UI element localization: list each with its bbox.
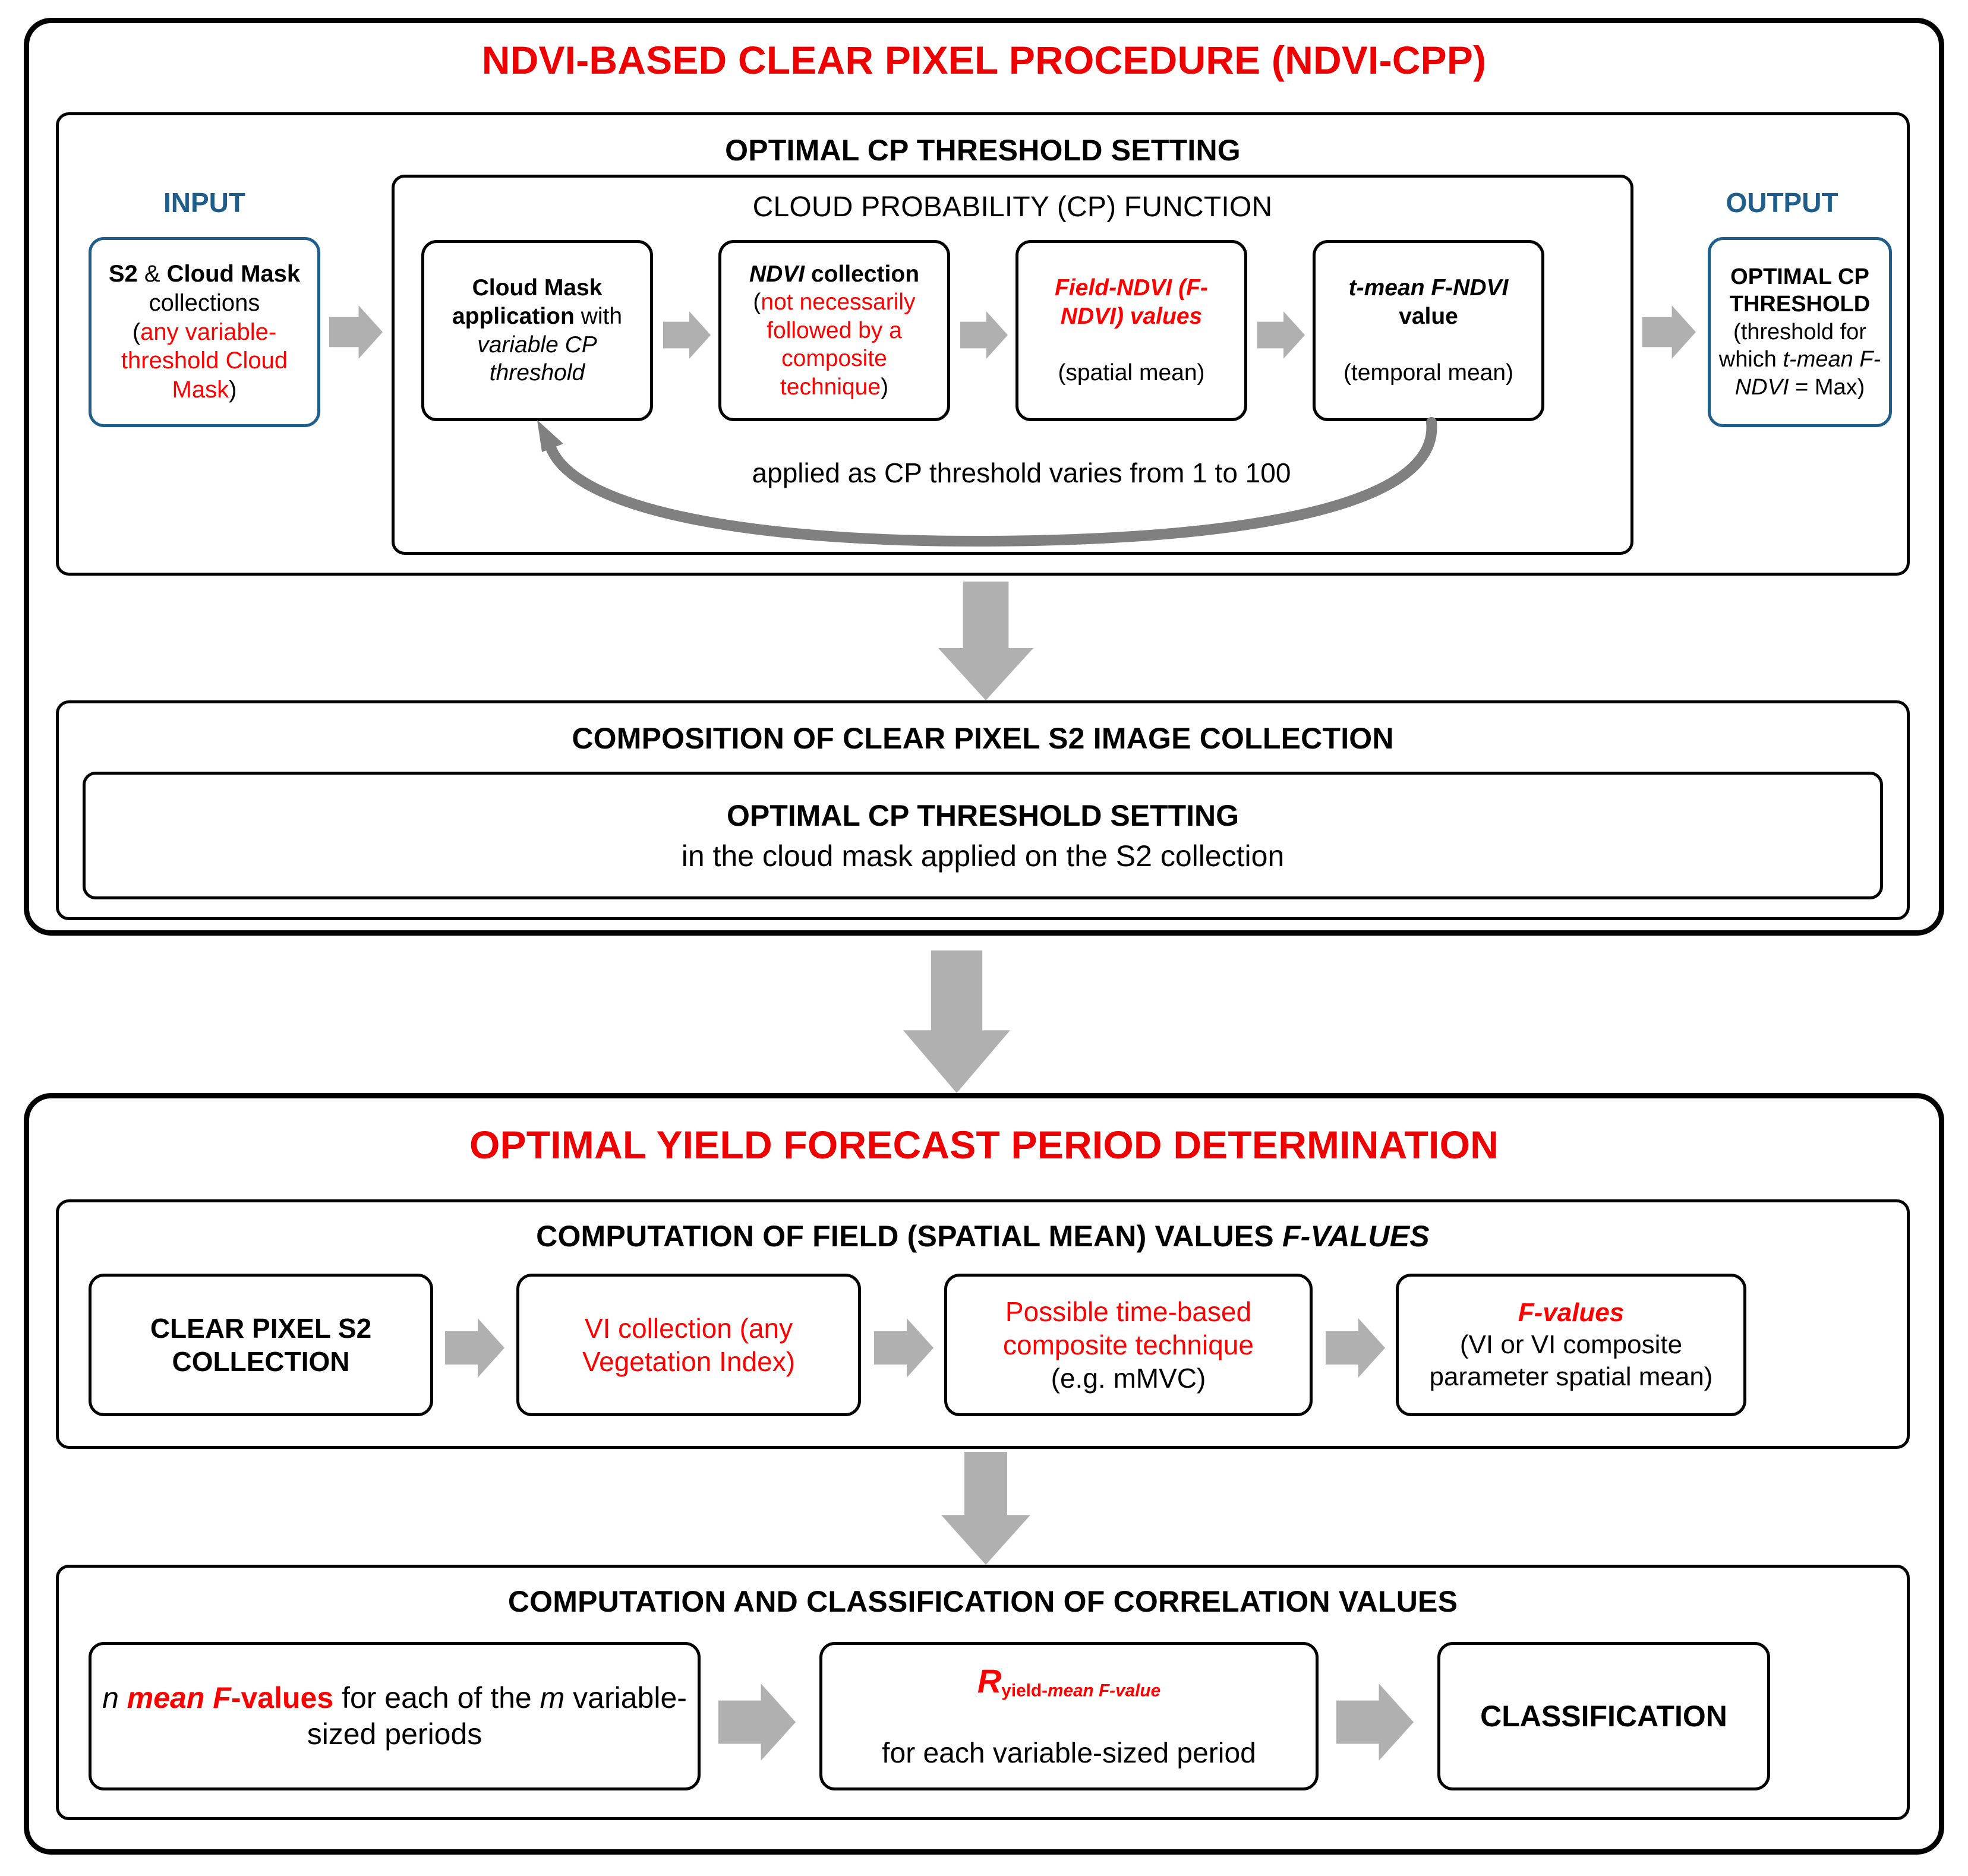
- step-r-yield-mean-f-value: Ryield-mean F-value for each variable-si…: [819, 1642, 1319, 1790]
- down-arrow-icon-between-panels: [903, 950, 1010, 1093]
- composition-section-box: COMPOSITION OF CLEAR PIXEL S2 IMAGE COLL…: [56, 700, 1910, 920]
- cp-function-heading: CLOUD PROBABILITY (CP) FUNCTION: [752, 191, 1273, 223]
- output-bold: OPTIMAL CP THRESHOLD: [1729, 264, 1871, 317]
- composition-heading: COMPOSITION OF CLEAR PIXEL S2 IMAGE COLL…: [572, 722, 1394, 755]
- input-cloudmask: Cloud Mask: [166, 261, 301, 287]
- cstep1-values: -values: [231, 1681, 334, 1714]
- step-n-mean-f-values: n mean F-values for each of the m variab…: [89, 1642, 701, 1790]
- fstep3-red: Possible time-based composite technique: [1003, 1296, 1254, 1360]
- fstep4-plain: (VI or VI composite parameter spatial me…: [1429, 1330, 1713, 1391]
- output-box: OPTIMAL CP THRESHOLD (threshold for whic…: [1708, 237, 1892, 427]
- input-paren-open: (: [132, 318, 141, 345]
- feedback-loop-arrow-icon: [537, 417, 1437, 547]
- cstep1-mid: for each of the: [333, 1681, 540, 1714]
- input-variable-threshold: any variable-threshold Cloud Mask: [121, 318, 288, 403]
- cstep2-sub-plain: yield-: [1001, 1681, 1048, 1701]
- chevron-arrow-icon: [329, 305, 383, 359]
- input-amp: &: [137, 261, 167, 287]
- page-title-yield-forecast: OPTIMAL YIELD FORECAST PERIOD DETERMINAT…: [469, 1123, 1499, 1167]
- step4-temporal-mean: (temporal mean): [1343, 360, 1514, 386]
- cstep2-plain: for each variable-sized period: [882, 1738, 1256, 1770]
- cstep1-end: variable-sized periods: [307, 1681, 687, 1751]
- step-f-values: F-values (VI or VI composite parameter s…: [1396, 1274, 1746, 1416]
- threshold-section-heading: OPTIMAL CP THRESHOLD SETTING: [725, 134, 1241, 167]
- composition-inner-bold: OPTIMAL CP THRESHOLD SETTING: [726, 798, 1240, 832]
- input-box: S2 & Cloud Mask collections (any variabl…: [89, 237, 320, 427]
- ndvi-cpp-panel: NDVI-BASED CLEAR PIXEL PROCEDURE (NDVI-C…: [24, 18, 1944, 936]
- step-composite-technique: Possible time-based composite technique …: [944, 1274, 1313, 1416]
- step3-spatial-mean: (spatial mean): [1058, 360, 1205, 386]
- step3-field-ndvi: Field-NDVI (F-NDVI) values: [1055, 275, 1208, 329]
- step-vi-collection: VI collection (any Vegetation Index): [516, 1274, 861, 1416]
- chevron-arrow-icon: [445, 1318, 504, 1378]
- fvalues-heading: COMPUTATION OF FIELD (SPATIAL MEAN) VALU…: [59, 1219, 1907, 1253]
- output-label: OUTPUT: [1726, 187, 1838, 218]
- step2-ndvi: NDVI: [749, 261, 805, 287]
- step-field-ndvi-values: Field-NDVI (F-NDVI) values (spatial mean…: [1015, 240, 1247, 421]
- fstep4-red: F-values: [1518, 1298, 1625, 1328]
- step1-with: with: [574, 303, 623, 329]
- output-plain-close: = Max): [1789, 374, 1865, 400]
- composition-inner-plain: in the cloud mask applied on the S2 coll…: [681, 839, 1285, 873]
- down-arrow-icon: [938, 582, 1033, 700]
- step2-paren-open: (: [753, 289, 761, 315]
- chevron-arrow-icon: [1642, 305, 1696, 359]
- cstep1-n: n: [102, 1681, 119, 1714]
- output-italic: t-mean F-NDVI: [1734, 347, 1881, 400]
- fvalues-heading-italic: F-VALUES: [1282, 1220, 1430, 1253]
- chevron-arrow-icon: [1336, 1684, 1414, 1761]
- step-classification: CLASSIFICATION: [1437, 1642, 1770, 1790]
- cstep2-sub-italic: mean F-value: [1048, 1681, 1161, 1701]
- input-label: INPUT: [163, 187, 245, 218]
- cloud-probability-function-box: CLOUD PROBABILITY (CP) FUNCTION Cloud Ma…: [392, 175, 1633, 555]
- chevron-arrow-icon: [1326, 1318, 1385, 1378]
- step1-italic: variable CP threshold: [477, 331, 597, 386]
- step2-collection: collection: [805, 261, 920, 287]
- optimal-cp-threshold-setting-box: OPTIMAL CP THRESHOLD SETTING INPUT S2 & …: [56, 112, 1910, 576]
- composition-inner-box: OPTIMAL CP THRESHOLD SETTING in the clou…: [83, 772, 1883, 899]
- fstep1-label: CLEAR PIXEL S2 COLLECTION: [150, 1312, 372, 1377]
- step2-paren-close: ): [881, 374, 889, 400]
- step-cloud-mask-application: Cloud Mask application with variable CP …: [421, 240, 653, 421]
- step4-tmean: t-mean F-NDVI: [1348, 275, 1509, 301]
- fstep2-label: VI collection (any Vegetation Index): [582, 1312, 796, 1377]
- input-s2: S2: [108, 261, 138, 287]
- page-title-ndvi-cpp: NDVI-BASED CLEAR PIXEL PROCEDURE (NDVI-C…: [481, 38, 1487, 82]
- step1-bold: Cloud Mask application: [452, 275, 603, 329]
- chevron-arrow-icon: [718, 1684, 796, 1761]
- cstep1-mean-f: mean F: [118, 1681, 231, 1714]
- cstep3-label: CLASSIFICATION: [1480, 1699, 1727, 1733]
- cstep1-m: m: [540, 1681, 565, 1714]
- step-clear-pixel-s2-collection: CLEAR PIXEL S2 COLLECTION: [89, 1274, 433, 1416]
- fstep3-plain: (e.g. mMVC): [1051, 1363, 1206, 1394]
- f-values-section-box: COMPUTATION OF FIELD (SPATIAL MEAN) VALU…: [56, 1199, 1910, 1449]
- step2-red: not necessarily followed by a composite …: [761, 289, 916, 400]
- yield-forecast-panel: OPTIMAL YIELD FORECAST PERIOD DETERMINAT…: [24, 1093, 1944, 1855]
- chevron-arrow-icon: [874, 1318, 933, 1378]
- input-collections: collections: [149, 289, 260, 316]
- step-t-mean-f-ndvi-value: t-mean F-NDVI value (temporal mean): [1313, 240, 1544, 421]
- cstep2-R: R: [977, 1662, 1002, 1700]
- loop-label: applied as CP threshold varies from 1 to…: [752, 457, 1291, 488]
- output-plain-open: (threshold for which: [1718, 319, 1866, 372]
- fvalues-heading-plain: COMPUTATION OF FIELD (SPATIAL MEAN) VALU…: [536, 1220, 1282, 1253]
- correlation-heading: COMPUTATION AND CLASSIFICATION OF CORREL…: [507, 1585, 1458, 1618]
- down-arrow-icon: [941, 1452, 1030, 1565]
- correlation-section-box: COMPUTATION AND CLASSIFICATION OF CORREL…: [56, 1565, 1910, 1820]
- input-paren-close: ): [229, 377, 237, 403]
- step4-value: value: [1399, 303, 1458, 329]
- step-ndvi-collection: NDVI collection (not necessarily followe…: [718, 240, 950, 421]
